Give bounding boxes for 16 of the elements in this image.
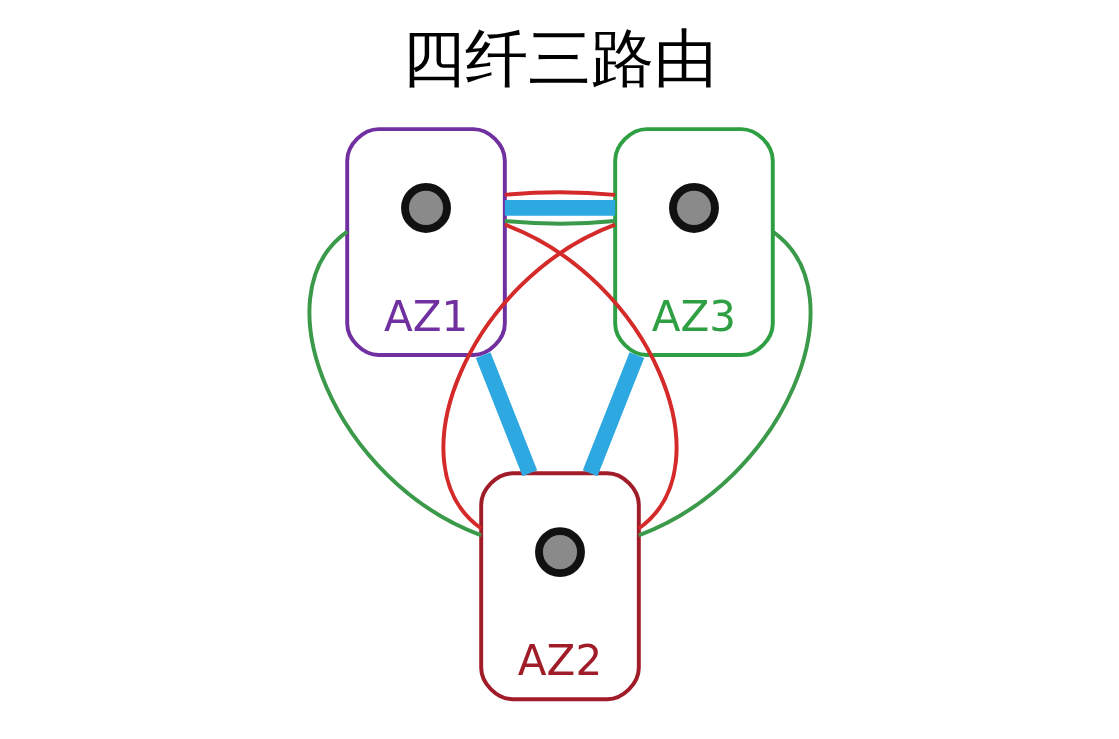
connector bbox=[637, 230, 812, 538]
cluster: AZ2 bbox=[478, 471, 641, 702]
node-circle bbox=[668, 183, 719, 233]
connector bbox=[441, 222, 616, 530]
connector bbox=[582, 352, 644, 477]
node-circle bbox=[534, 527, 585, 578]
connector bbox=[504, 190, 615, 197]
connector bbox=[504, 219, 615, 226]
connector bbox=[503, 222, 678, 530]
connector bbox=[307, 230, 482, 538]
connector bbox=[504, 200, 615, 216]
diagram-title: 四纤三路由 bbox=[402, 20, 717, 95]
cluster: AZ1 bbox=[344, 127, 507, 358]
connector bbox=[475, 352, 537, 477]
node-circle bbox=[400, 183, 451, 233]
cluster: AZ3 bbox=[612, 127, 775, 358]
